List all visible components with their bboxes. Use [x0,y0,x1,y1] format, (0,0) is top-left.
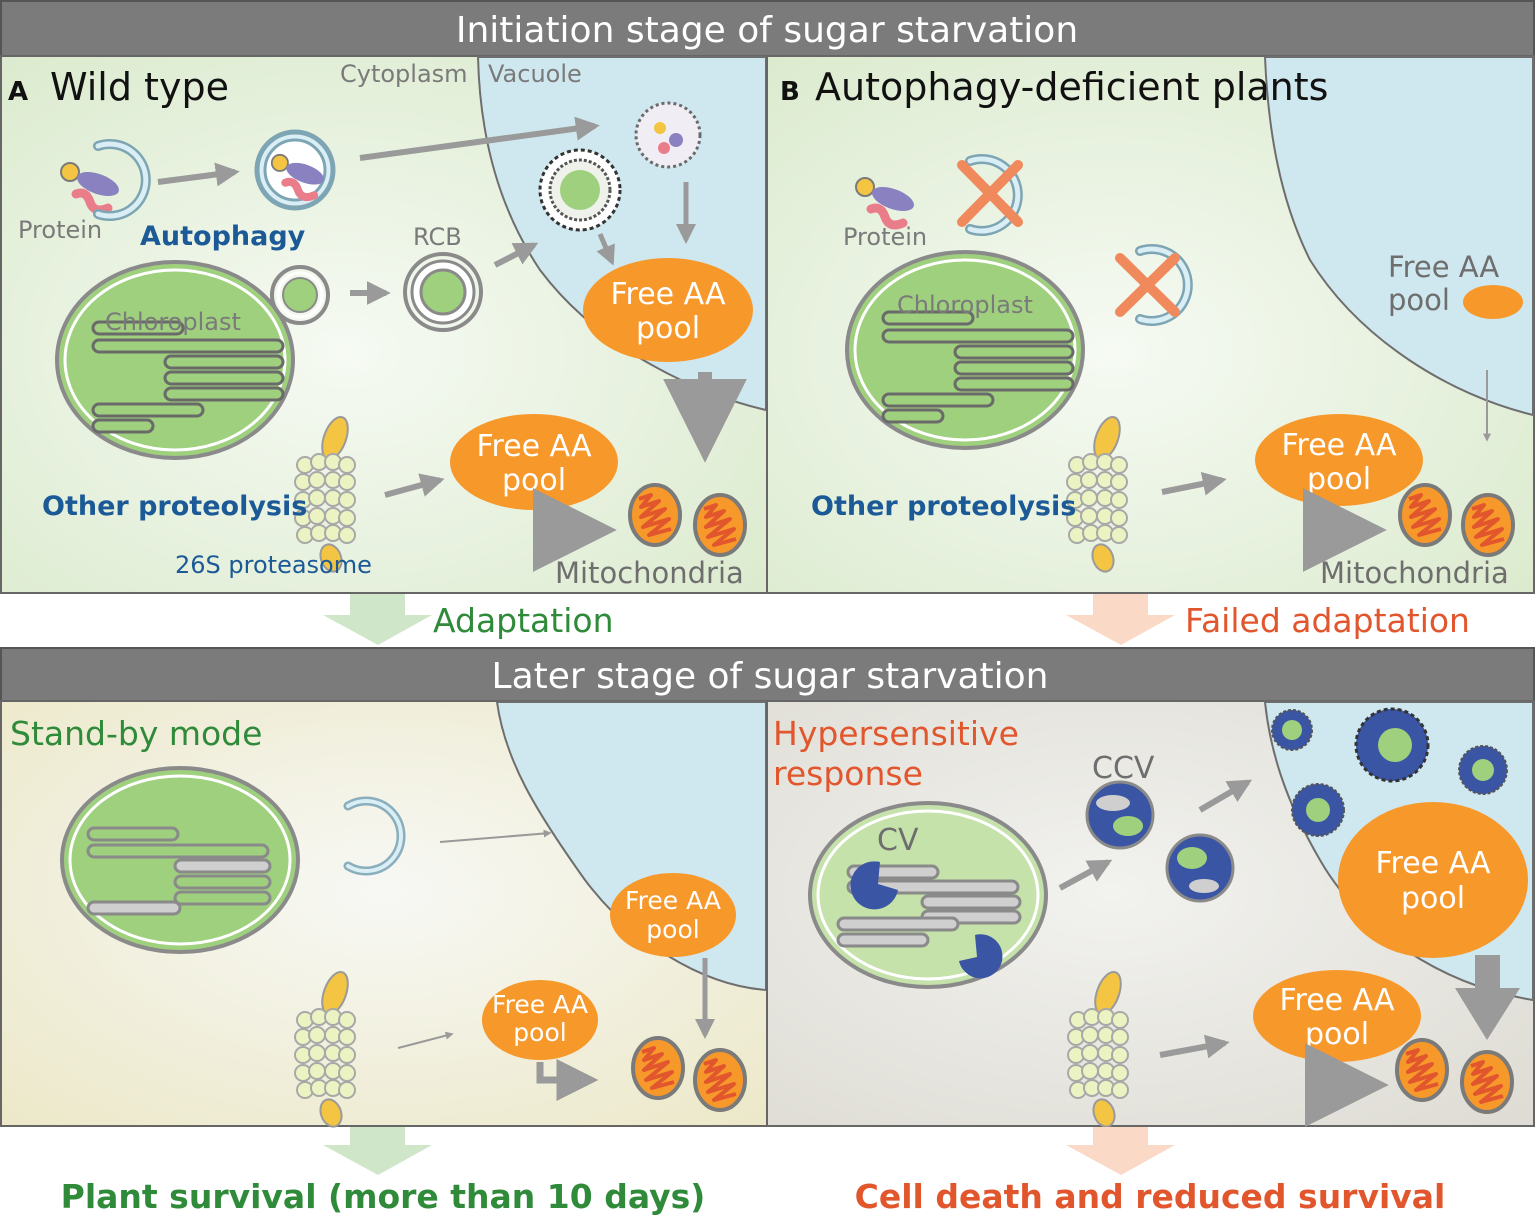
mitochondrion-icon [1398,483,1452,547]
mitochondrion-icon [693,493,747,557]
ccv-icon [1085,780,1235,903]
mitochondrion-icon [693,1048,747,1112]
mitochondria-label-a: Mitochondria [555,556,744,590]
pool-text: Free AA [610,277,726,312]
panel-d-title-2: response [773,754,923,793]
panel-a-letter: A [8,77,28,107]
failed-adaptation-label: Failed adaptation [1185,601,1470,640]
panel-b: B Autophagy-deficient plants Protein Chl… [766,55,1535,594]
pool-text: Free AA [476,429,592,464]
rcb-icon [403,252,483,332]
pool-text: pool [1401,881,1465,916]
free-aa-pool-cyto-c [482,980,598,1060]
pool-text: Free AA [1281,428,1397,463]
free-aa-pool-cyto-b [1255,414,1423,506]
mitochondrion-icon [631,1036,685,1100]
proteasome-label: 26S proteasome [175,551,372,579]
pool-text: pool [636,311,700,346]
panel-b-letter: B [780,77,800,107]
mitochondrion-icon [1395,1038,1449,1102]
cytoplasm-label: Cytoplasm [340,60,468,88]
pool-label-gray: pool [1388,283,1450,317]
pool-text: Free AA [1375,846,1491,881]
vacuole-label: Vacuole [488,60,582,88]
header-bottom-text: Later stage of sugar starvation [492,656,1049,697]
other-proteolysis-label-a: Other proteolysis [42,491,307,522]
free-aa-pool-cyto-a [450,414,618,510]
chloroplast-icon [60,766,300,954]
panel-b-title: Autophagy-deficient plants [815,65,1328,109]
adaptation-label: Adaptation [433,601,614,640]
free-aa-pool-vacuole-a [583,258,753,362]
panel-d-title-1: Hypersensitive [773,714,1019,753]
mitochondrion-icon [628,483,682,547]
ccv-label: CCV [1092,751,1155,786]
blocked-x-icon [1115,253,1180,317]
panel-c: Stand-by mode Free AA pool Free AA pool [0,700,768,1131]
free-aa-pool-cyto-d [1253,970,1421,1062]
panel-c-title: Stand-by mode [10,714,262,753]
free-aa-pool-vacuole-d [1338,802,1528,958]
autophagic-body-icon [634,101,702,169]
protein-label-a: Protein [18,216,102,244]
rcb-label: RCB [413,223,462,251]
header-top-bar [0,0,1535,57]
autophagy-label: Autophagy [140,221,306,252]
pool-text: pool [1307,462,1371,497]
outcome-death-label: Cell death and reduced survival [855,1177,1446,1216]
pool-text: Free AA [492,990,588,1019]
panel-a-title: Wild type [50,65,229,109]
rcb-degradation-icon [538,148,622,232]
adaptation-arrow [323,594,432,645]
degraded-ccv-icon [1271,707,1508,837]
chloroplast-label-b: Chloroplast [897,291,1033,319]
outcome-survival-label: Plant survival (more than 10 days) [61,1177,706,1216]
pool-text: pool [646,915,699,944]
header-top-text: Initiation stage of sugar starvation [456,10,1078,51]
panel-a: A Wild type Cytoplasm Vacuole Protein Au… [0,55,768,594]
cv-label: CV [877,823,919,858]
pool-text: Free AA [625,886,721,915]
protein-label-b: Protein [843,223,927,251]
autophagosome-icon [254,129,336,211]
chloroplast-label-a: Chloroplast [105,308,241,336]
rcb-budding-icon [270,265,330,325]
failed-adaptation-arrow [1066,594,1175,645]
mitochondrion-icon [1460,1050,1514,1114]
other-proteolysis-label-b: Other proteolysis [811,491,1076,522]
outcome-row: Plant survival (more than 10 days) Cell … [61,1127,1446,1216]
panel-d: Hypersensitive response CV C [766,700,1535,1131]
free-aa-pool-vacuole-c [610,873,736,957]
pool-label-gray: Free AA [1388,250,1499,284]
vacuole-b [1263,56,1534,417]
pool-text: pool [1305,1017,1369,1052]
chloroplast-cv-icon [808,801,1048,989]
mitochondria-label-b: Mitochondria [1320,556,1509,590]
survival-arrow [323,1127,432,1175]
free-aa-pool-vacuole-b [1463,285,1523,319]
pool-text: pool [513,1018,566,1047]
blocked-x-icon [957,160,1023,227]
death-arrow [1066,1127,1175,1175]
header-bottom-bar [0,647,1535,702]
transition-row: Adaptation Failed adaptation [323,594,1470,645]
pool-text: Free AA [1279,983,1395,1018]
mitochondrion-icon [1461,493,1515,557]
pool-text: pool [502,463,566,498]
